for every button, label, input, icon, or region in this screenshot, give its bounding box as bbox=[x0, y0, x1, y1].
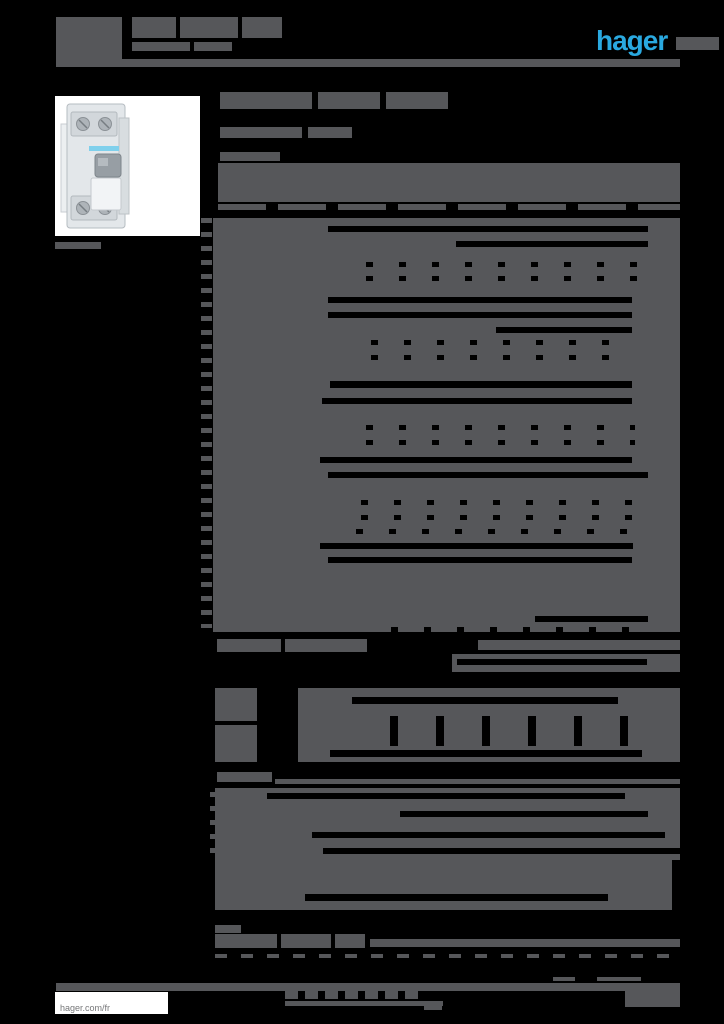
header-rule bbox=[56, 59, 680, 67]
redacted-footnote-heading bbox=[335, 934, 365, 948]
row-gap bbox=[322, 398, 632, 404]
row-gap bbox=[328, 557, 632, 563]
social-icon-block[interactable] bbox=[405, 987, 418, 999]
redacted-footnote-heading bbox=[281, 934, 331, 948]
redacted-product-reference bbox=[308, 127, 352, 138]
hager-logo: hager bbox=[596, 25, 668, 56]
redacted-related-items-panel bbox=[298, 688, 680, 762]
redacted-footer-address bbox=[285, 1001, 443, 1006]
row-gap bbox=[400, 811, 648, 817]
social-icon-block[interactable] bbox=[365, 987, 378, 999]
social-icon-block[interactable] bbox=[285, 987, 298, 999]
row-gap bbox=[330, 381, 632, 388]
header-brand-block bbox=[56, 17, 122, 67]
text-gap-texture bbox=[345, 355, 635, 360]
text-gap-texture bbox=[345, 340, 635, 345]
text-gap-texture bbox=[340, 276, 640, 281]
row-gap bbox=[328, 312, 632, 318]
redacted-link-value bbox=[478, 640, 680, 650]
redacted-spec-table bbox=[213, 218, 680, 632]
row-gap bbox=[305, 894, 608, 901]
row-gap bbox=[320, 457, 632, 463]
redacted-rule-line bbox=[275, 779, 680, 784]
social-icon-block[interactable] bbox=[325, 987, 338, 999]
redacted-section-heading bbox=[285, 639, 367, 652]
redacted-section-label bbox=[220, 152, 280, 161]
redacted-footnote-mark bbox=[215, 925, 241, 933]
redacted-doc-title-block bbox=[180, 17, 238, 38]
redacted-doc-subtitle-block bbox=[132, 42, 190, 51]
redacted-rule-line bbox=[370, 939, 680, 947]
redacted-footer-address bbox=[424, 1001, 442, 1010]
social-icon-block[interactable] bbox=[385, 987, 398, 999]
product-photo-mcb bbox=[60, 103, 130, 229]
row-gap bbox=[330, 750, 642, 757]
redacted-text-panel bbox=[215, 860, 672, 910]
row-gap bbox=[320, 543, 633, 549]
redacted-related-item-label bbox=[215, 725, 257, 762]
thumbnail-gap-texture bbox=[352, 716, 648, 746]
text-gap-texture bbox=[340, 440, 635, 445]
redacted-note-label bbox=[217, 772, 272, 782]
social-icon-block[interactable] bbox=[345, 987, 358, 999]
redacted-footnote-heading bbox=[215, 934, 277, 948]
text-gap-texture bbox=[335, 515, 635, 520]
redacted-image-caption bbox=[55, 242, 101, 249]
footer-url-link[interactable]: hager.com/fr bbox=[60, 1003, 111, 1013]
row-gap bbox=[328, 297, 632, 303]
redacted-product-reference bbox=[220, 127, 302, 138]
text-gap-texture bbox=[335, 500, 635, 505]
text-gap-texture bbox=[365, 627, 648, 632]
row-label-ticks bbox=[201, 218, 212, 628]
text-gap-texture bbox=[340, 425, 635, 430]
redacted-description-paragraph bbox=[218, 163, 680, 202]
redacted-doc-title-block bbox=[132, 17, 176, 38]
redacted-doc-title-block bbox=[242, 17, 282, 38]
redacted-spec-table-2 bbox=[215, 788, 680, 860]
page-number-block bbox=[625, 983, 680, 1007]
row-label-ticks bbox=[210, 792, 215, 858]
redacted-link-value bbox=[452, 654, 680, 672]
text-gap-texture bbox=[330, 529, 640, 534]
redacted-product-title bbox=[386, 92, 448, 109]
row-gap bbox=[328, 226, 648, 232]
text-gap-texture bbox=[340, 262, 640, 267]
product-image-frame bbox=[55, 96, 200, 236]
redacted-related-item-label bbox=[215, 688, 257, 721]
redacted-smallprint-fragment bbox=[553, 977, 575, 981]
redacted-doc-subtitle-block bbox=[194, 42, 232, 51]
row-gap bbox=[456, 241, 648, 247]
redacted-description-lastline bbox=[218, 204, 680, 210]
redacted-smallprint-fragment bbox=[597, 977, 641, 981]
redacted-header-corner-block bbox=[676, 37, 719, 50]
redacted-product-title bbox=[220, 92, 312, 109]
row-gap bbox=[496, 327, 632, 333]
row-gap bbox=[457, 659, 647, 665]
row-gap bbox=[323, 848, 680, 854]
footer-bar bbox=[56, 983, 625, 991]
row-gap bbox=[312, 832, 665, 838]
social-icon-block[interactable] bbox=[305, 987, 318, 999]
redacted-smallprint-line bbox=[215, 954, 680, 958]
redacted-section-heading bbox=[217, 639, 281, 652]
redacted-product-title bbox=[318, 92, 380, 109]
row-gap bbox=[267, 793, 625, 799]
row-gap bbox=[352, 697, 618, 704]
row-gap bbox=[328, 472, 648, 478]
row-gap bbox=[535, 616, 648, 622]
footer-url-box: hager.com/fr bbox=[55, 992, 168, 1014]
